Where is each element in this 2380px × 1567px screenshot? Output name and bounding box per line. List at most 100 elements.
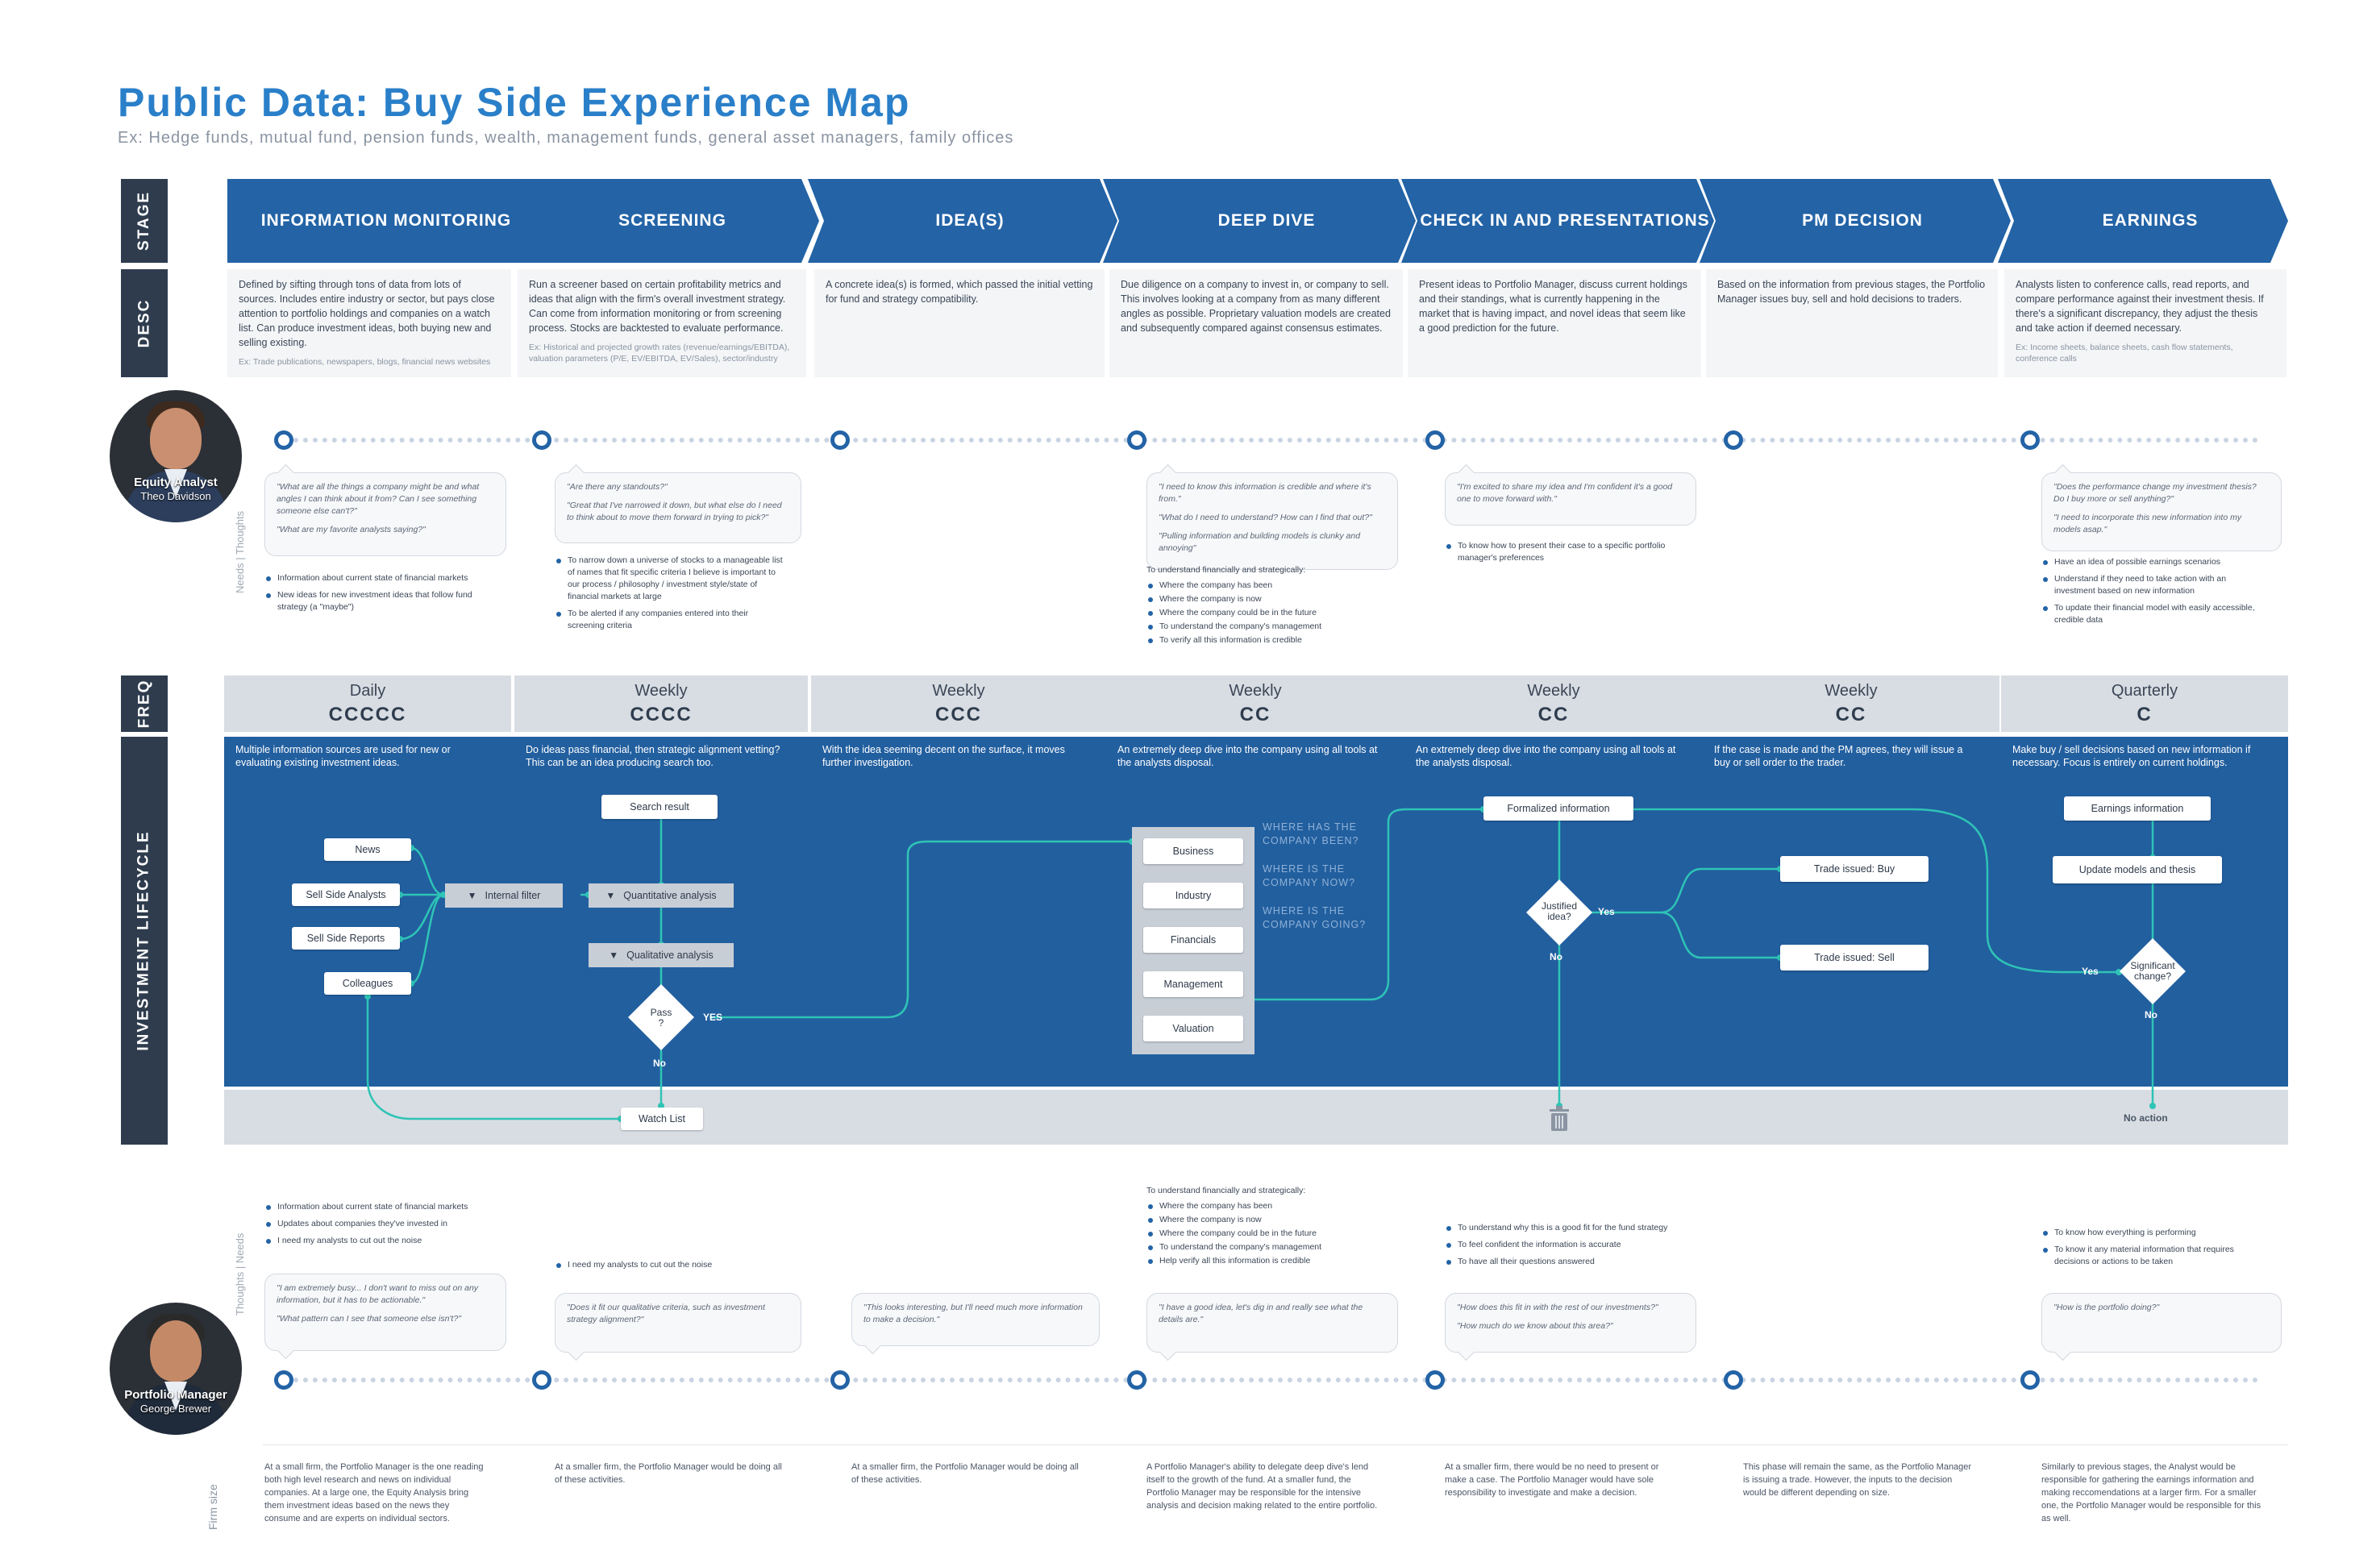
row-label-lifecycle: INVESTMENT LIFECYCLE: [121, 737, 168, 1145]
stage-4[interactable]: DEEP DIVE: [1103, 179, 1416, 263]
freq-label: Weekly: [1229, 682, 1282, 700]
needs-list: To understand financially and strategica…: [1146, 564, 1383, 648]
needs-list: To know how to present their case to a s…: [1445, 540, 1682, 569]
analyst-timeline: [284, 438, 2259, 443]
needs-list: Have an idea of possible earnings scenar…: [2041, 556, 2267, 631]
watch-list[interactable]: Watch List: [621, 1108, 703, 1130]
thought-text: "How is the portfolio doing?": [2053, 1303, 2160, 1312]
thought-text: "Are there any standouts?": [567, 482, 668, 492]
timeline-node[interactable]: [274, 430, 293, 450]
internal-filter[interactable]: ▼ Internal filter: [445, 883, 563, 908]
timeline-node[interactable]: [2020, 1370, 2040, 1390]
timeline-node[interactable]: [532, 1370, 551, 1390]
needs-heading: To understand financially and strategica…: [1146, 1186, 1306, 1195]
deep-dive-question: WHERE IS THE COMPANY NOW?: [1263, 863, 1356, 888]
timeline-node[interactable]: [1425, 1370, 1445, 1390]
earnings-information[interactable]: Earnings information: [2064, 796, 2211, 821]
lifecycle-note: An extremely deep dive into the company …: [1117, 744, 1378, 768]
lifecycle-note: Make buy / sell decisions based on new i…: [2012, 744, 2251, 768]
stage-6[interactable]: PM DECISION: [1700, 179, 2011, 263]
needs-item: I need my analysts to cut out the noise: [264, 1235, 492, 1247]
stage-3[interactable]: IDEA(S): [808, 179, 1117, 263]
thought-bubble: "This looks interesting, but I'll need m…: [851, 1293, 1100, 1346]
pass-yes: YES: [703, 1012, 723, 1023]
stage-label: DEEP DIVE: [1217, 211, 1316, 230]
source-sell-side-analysts[interactable]: Sell Side Analysts: [292, 883, 400, 906]
source-news[interactable]: News: [324, 838, 411, 861]
analyst-role: Equity Analyst: [134, 476, 218, 489]
needs-item: Understand if they need to take action w…: [2041, 573, 2267, 597]
source-sell-side-reports[interactable]: Sell Side Reports: [292, 927, 400, 950]
row-label-desc: DESC: [121, 269, 168, 377]
timeline-node[interactable]: [1425, 430, 1445, 450]
thought-text: "I need to know this information is cred…: [1159, 482, 1371, 504]
stage-1[interactable]: INFORMATION MONITORING: [227, 179, 531, 263]
justified-no: No: [1550, 951, 1562, 962]
thought-text: "How does this fit in with the rest of o…: [1457, 1303, 1658, 1312]
quantitative-analysis[interactable]: ▼ Quantitative analysis: [589, 883, 734, 908]
pass-no: No: [653, 1058, 666, 1069]
timeline-node[interactable]: [830, 1370, 850, 1390]
needs-item: I need my analysts to cut out the noise: [555, 1259, 787, 1271]
firm-size-note: This phase will remain the same, as the …: [1743, 1462, 1972, 1498]
deep-dive-item[interactable]: Valuation: [1143, 1016, 1243, 1041]
needs-list: To narrow down a universe of stocks to a…: [555, 555, 787, 637]
deep-dive-item[interactable]: Business: [1143, 838, 1243, 864]
timeline-node[interactable]: [830, 430, 850, 450]
source-colleagues[interactable]: Colleagues: [324, 972, 411, 995]
timeline-node[interactable]: [1127, 430, 1146, 450]
trash-icon[interactable]: [1548, 1106, 1571, 1132]
row-label-freq: FREQ: [121, 675, 168, 732]
deep-dive-item[interactable]: Financials: [1143, 927, 1243, 953]
needs-list: To understand financially and strategica…: [1146, 1185, 1383, 1269]
lifecycle-note: Do ideas pass financial, then strategic …: [526, 744, 780, 768]
firm-size-note: At a smaller firm, the Portfolio Manager…: [555, 1462, 782, 1485]
timeline-node[interactable]: [1724, 1370, 1743, 1390]
timeline-node[interactable]: [1724, 430, 1743, 450]
pm-avatar: Portfolio Manager George Brewer: [110, 1303, 242, 1435]
needs-item: Help verify all this information is cred…: [1146, 1255, 1383, 1267]
timeline-node[interactable]: [1127, 1370, 1146, 1390]
stage-7[interactable]: EARNINGS: [1998, 179, 2288, 263]
deep-dive-item[interactable]: Industry: [1143, 883, 1243, 908]
stage-2[interactable]: SCREENING: [511, 179, 819, 263]
trade-sell[interactable]: Trade issued: Sell: [1780, 945, 1929, 971]
firm-divider: [263, 1444, 2288, 1445]
page-title: Public Data: Buy Side Experience Map: [118, 80, 911, 125]
needs-item: To have all their questions answered: [1445, 1256, 1682, 1268]
formalized-information[interactable]: Formalized information: [1483, 796, 1633, 821]
timeline-node[interactable]: [532, 430, 551, 450]
deep-dive-item[interactable]: Management: [1143, 971, 1243, 997]
firm-size-note: At a small firm, the Portfolio Manager i…: [264, 1462, 484, 1523]
needs-item: New ideas for new investment ideas that …: [264, 589, 492, 613]
firm-size-note: A Portfolio Manager's ability to delegat…: [1146, 1462, 1378, 1511]
needs-item: Where the company has been: [1146, 580, 1383, 592]
timeline-node[interactable]: [274, 1370, 293, 1390]
stage-5[interactable]: CHECK IN AND PRESENTATIONS: [1401, 179, 1714, 263]
freq-label: Weekly: [932, 682, 985, 700]
needs-item: Where the company is now: [1146, 593, 1383, 605]
needs-item: To know how everything is performing: [2041, 1227, 2267, 1239]
freq-icons: CC: [1239, 704, 1271, 725]
needs-item: To verify all this information is credib…: [1146, 634, 1383, 646]
thought-bubble: "Does the performance change my investme…: [2041, 472, 2282, 551]
desc-example: Ex: Income sheets, balance sheets, cash …: [2016, 343, 2233, 364]
trade-buy[interactable]: Trade issued: Buy: [1780, 856, 1929, 882]
update-models[interactable]: Update models and thesis: [2053, 856, 2222, 883]
desc-text: Run a screener based on certain profitab…: [529, 279, 786, 334]
stage-label: EARNINGS: [2102, 211, 2199, 230]
desc-text: Defined by sifting through tons of data …: [239, 279, 495, 348]
search-result[interactable]: Search result: [601, 795, 718, 819]
thought-bubble: "How does this fit in with the rest of o…: [1445, 1293, 1696, 1353]
deep-dive-question: WHERE HAS THE COMPANY BEEN?: [1263, 821, 1359, 846]
qualitative-analysis[interactable]: ▼ Qualitative analysis: [589, 943, 734, 967]
thought-bubble: "I'm excited to share my idea and I'm co…: [1445, 472, 1696, 526]
pm-name: George Brewer: [139, 1403, 212, 1415]
lifecycle-note: An extremely deep dive into the company …: [1416, 744, 1676, 768]
thought-text: "Great that I've narrowed it down, but w…: [567, 501, 782, 522]
timeline-node[interactable]: [2020, 430, 2040, 450]
